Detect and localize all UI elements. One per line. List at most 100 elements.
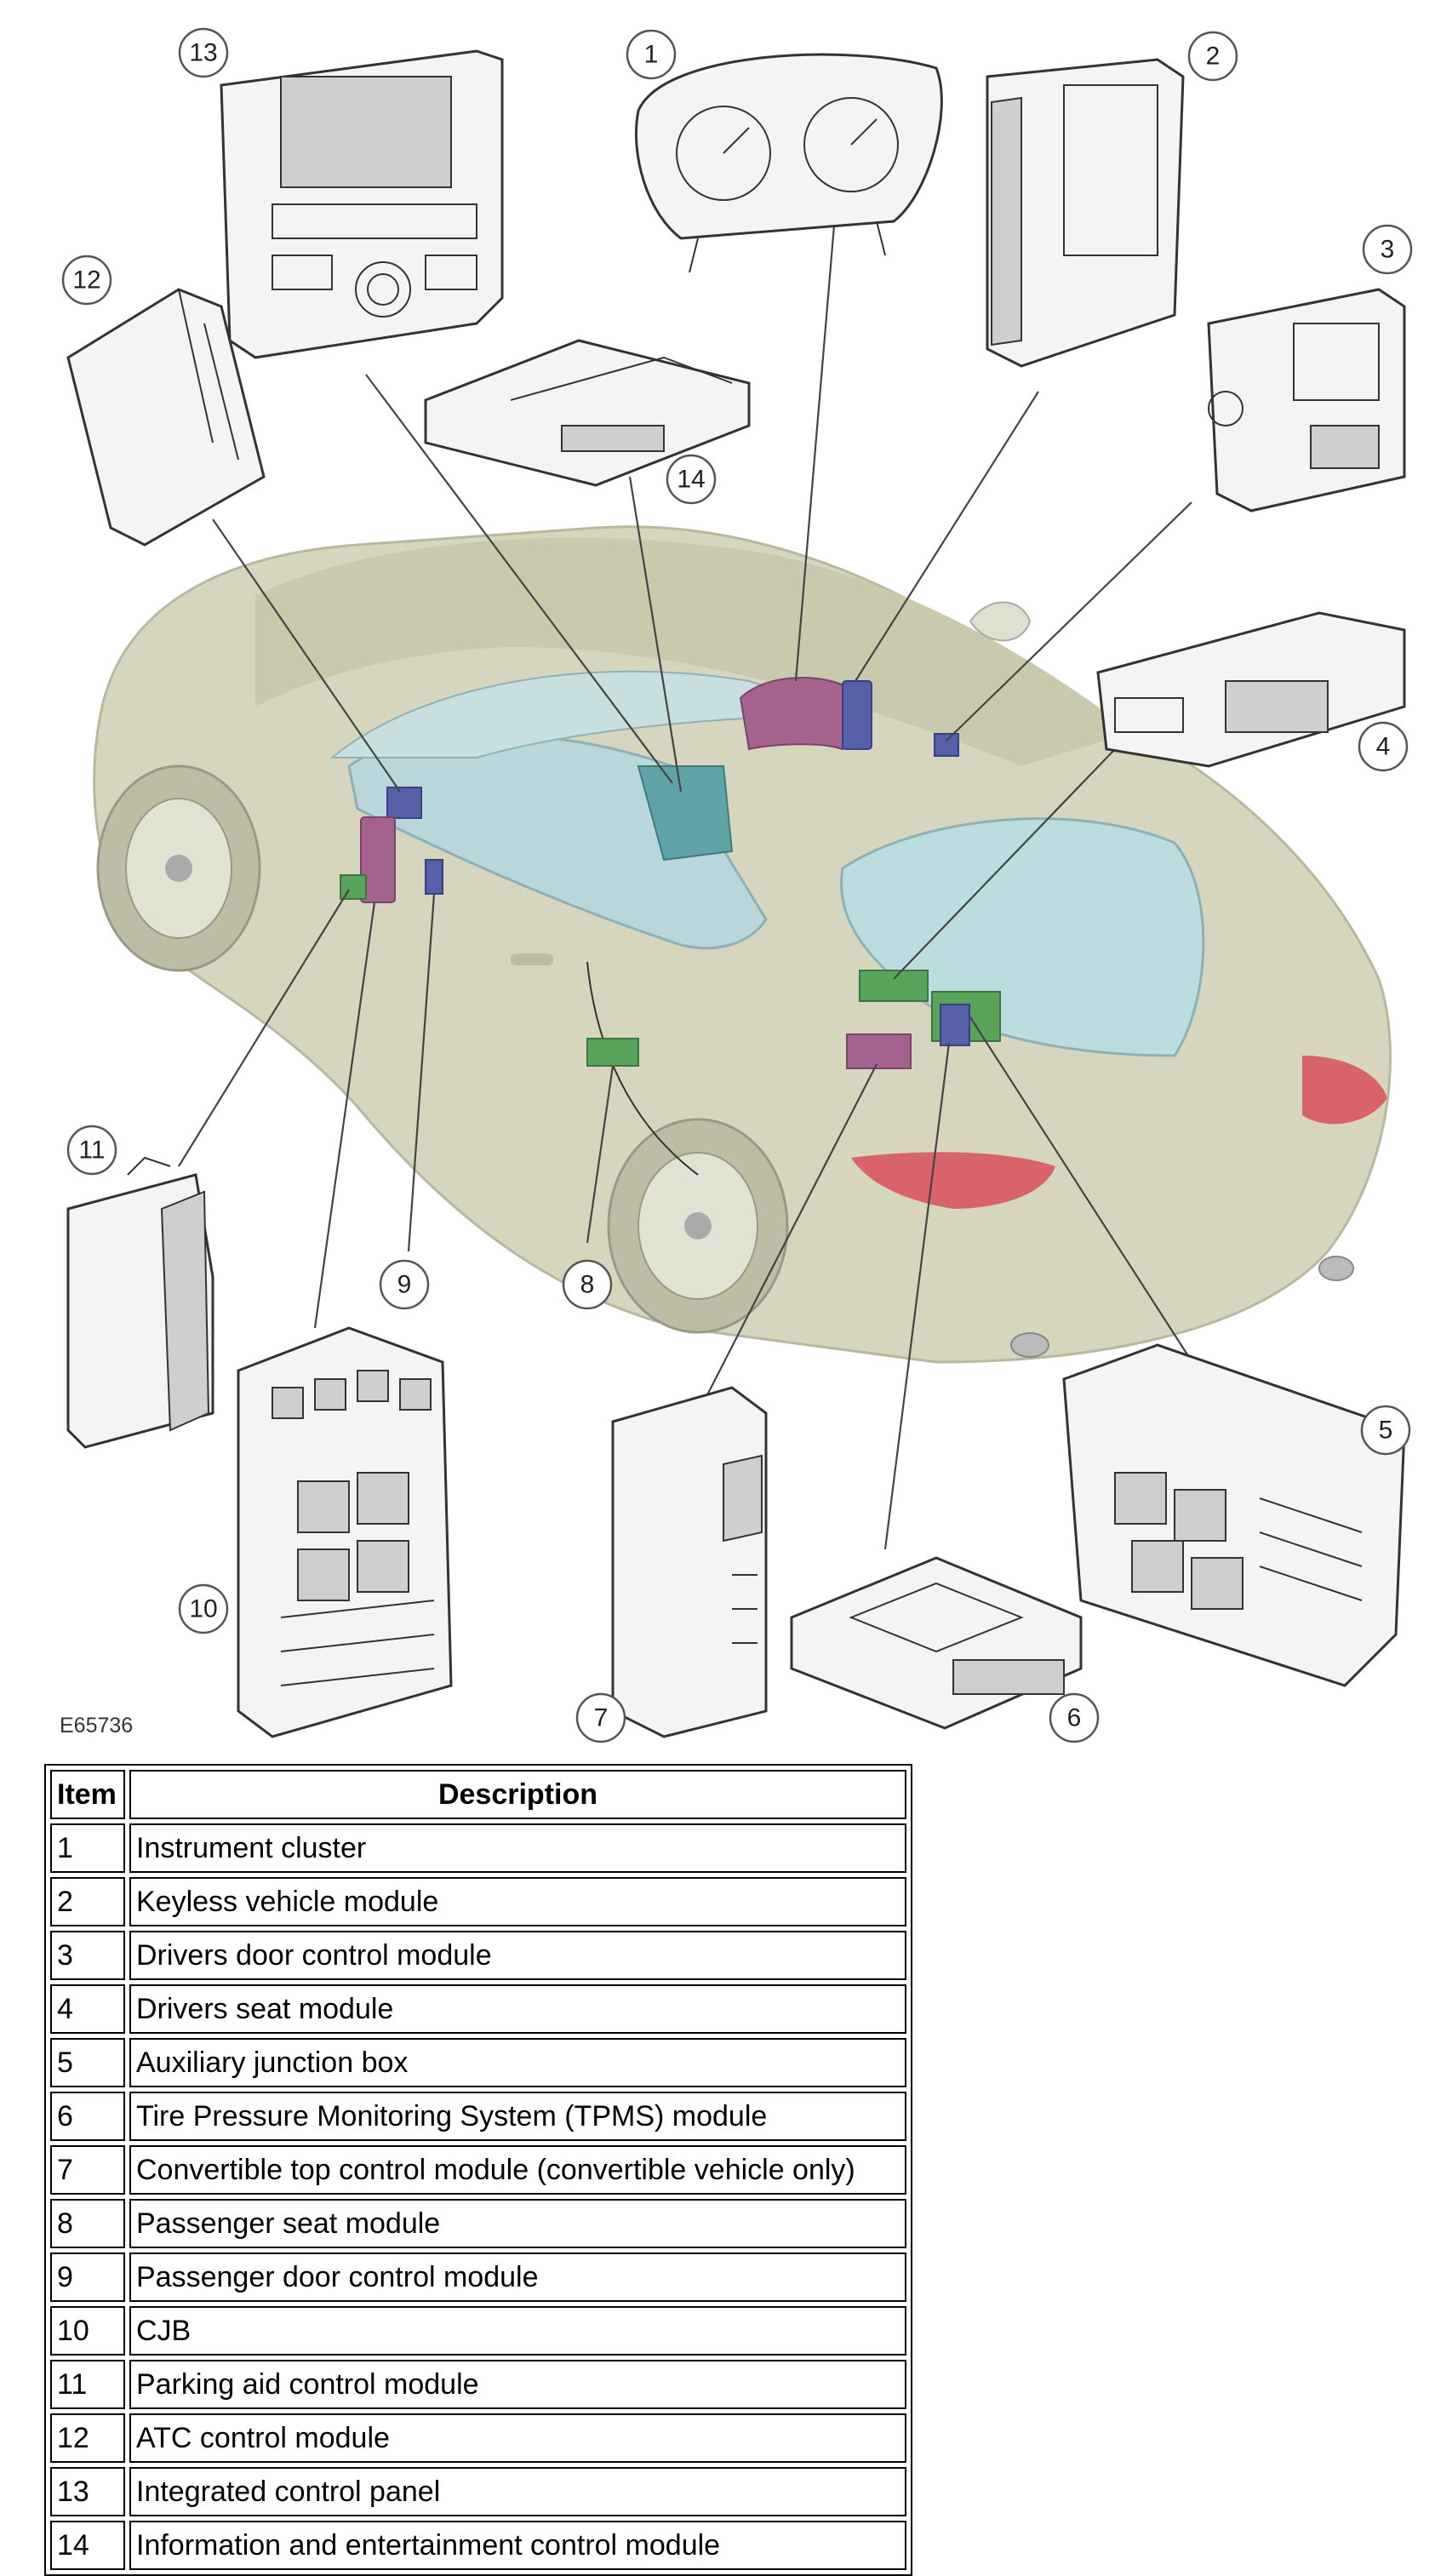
svg-text:10: 10 (189, 1595, 217, 1623)
callout-3: 3 (1362, 224, 1413, 275)
callout-13: 13 (178, 27, 229, 78)
item-number: 3 (50, 1931, 125, 1980)
item-number: 8 (50, 2199, 125, 2248)
svg-text:3: 3 (1381, 236, 1395, 264)
svg-text:7: 7 (594, 1704, 609, 1732)
item-number: 9 (50, 2253, 125, 2302)
passenger-seat-module-location (586, 1038, 639, 1067)
item-description: Parking aid control module (129, 2360, 906, 2409)
tail-light-right (1302, 1056, 1387, 1125)
item-description: Integrated control panel (129, 2467, 906, 2516)
svg-text:5: 5 (1379, 1417, 1393, 1445)
item-description: Drivers door control module (129, 1931, 906, 1980)
callout-2: 2 (1187, 31, 1238, 82)
item-number: 2 (50, 1877, 125, 1926)
item-number: 11 (50, 2360, 125, 2409)
leader-lines (178, 225, 1209, 1550)
item-number: 14 (50, 2521, 125, 2570)
keyless-vehicle-module-illustration (986, 58, 1185, 368)
passenger-door-module-location (425, 859, 443, 895)
tail-light-left (851, 1152, 1055, 1209)
vehicle-module-location-diagram: 1 2 3 4 5 6 7 8 9 10 11 12 13 14 E65736 (60, 27, 1413, 1743)
drivers-seat-module-illustration (1096, 611, 1406, 768)
callout-14: 14 (666, 454, 717, 505)
callout-7: 7 (575, 1692, 626, 1743)
callout-6: 6 (1049, 1692, 1100, 1743)
item-description: Drivers seat module (129, 1984, 906, 2034)
table-header-row: Item Description (50, 1770, 906, 1819)
tpms-module-location (940, 1004, 970, 1046)
cjb-illustration (237, 1326, 453, 1738)
svg-text:14: 14 (677, 466, 705, 494)
drivers-seat-module-location (859, 970, 929, 1002)
item-number: 4 (50, 1984, 125, 2034)
svg-text:8: 8 (580, 1271, 595, 1299)
item-number: 5 (50, 2038, 125, 2087)
item-description: Passenger door control module (129, 2253, 906, 2302)
item-description: ATC control module (129, 2413, 906, 2463)
item-description: Information and entertainment control mo… (129, 2521, 906, 2570)
item-description: Keyless vehicle module (129, 1877, 906, 1926)
description-column-header: Description (129, 1770, 906, 1819)
figure-code: E65736 (60, 1714, 133, 1737)
convertible-top-module-illustration (611, 1386, 768, 1738)
keyless-vehicle-module-location (842, 680, 872, 750)
front-wheel (96, 764, 261, 972)
svg-text:13: 13 (189, 39, 217, 67)
integrated-control-panel-illustration (220, 49, 504, 359)
svg-text:2: 2 (1206, 43, 1221, 71)
item-description: Auxiliary junction box (129, 2038, 906, 2087)
item-column-header: Item (50, 1770, 125, 1819)
item-description: Passenger seat module (129, 2199, 906, 2248)
drivers-door-module-location (934, 733, 959, 757)
item-description: Instrument cluster (129, 1823, 906, 1873)
convertible-top-module-location (846, 1033, 912, 1069)
callout-5: 5 (1360, 1405, 1411, 1456)
callout-10: 10 (178, 1583, 229, 1634)
item-number: 12 (50, 2413, 125, 2463)
item-number: 10 (50, 2306, 125, 2356)
cjb-location (360, 816, 396, 903)
parking-aid-module-illustration (66, 1156, 214, 1449)
atc-module-illustration (66, 288, 266, 547)
item-number: 7 (50, 2145, 125, 2195)
svg-text:11: 11 (78, 1136, 105, 1165)
svg-text:1: 1 (644, 41, 659, 69)
in-vehicle-modules (340, 677, 1001, 1069)
svg-text:6: 6 (1067, 1704, 1082, 1732)
item-number: 13 (50, 2467, 125, 2516)
item-description: Convertible top control module (converti… (129, 2145, 906, 2195)
item-number: 6 (50, 2092, 125, 2141)
svg-text:4: 4 (1376, 733, 1391, 761)
info-entertainment-module-illustration (424, 339, 751, 487)
tpms-module-illustration (790, 1556, 1083, 1730)
instrument-cluster-illustration (635, 53, 943, 273)
callout-12: 12 (61, 255, 112, 306)
callout-4: 4 (1358, 721, 1409, 772)
aux-junction-box-illustration (1062, 1343, 1406, 1687)
callout-1: 1 (626, 29, 677, 80)
callout-9: 9 (379, 1259, 430, 1310)
parking-aid-module-location (340, 874, 367, 900)
rear-wheel (607, 1118, 789, 1334)
item-description: Tire Pressure Monitoring System (TPMS) m… (129, 2092, 906, 2141)
atc-module-location (386, 787, 422, 819)
integrated-control-panel-location (637, 765, 734, 862)
drivers-door-module-illustration (1207, 288, 1406, 512)
callout-11: 11 (66, 1125, 117, 1176)
item-description: CJB (129, 2306, 906, 2356)
